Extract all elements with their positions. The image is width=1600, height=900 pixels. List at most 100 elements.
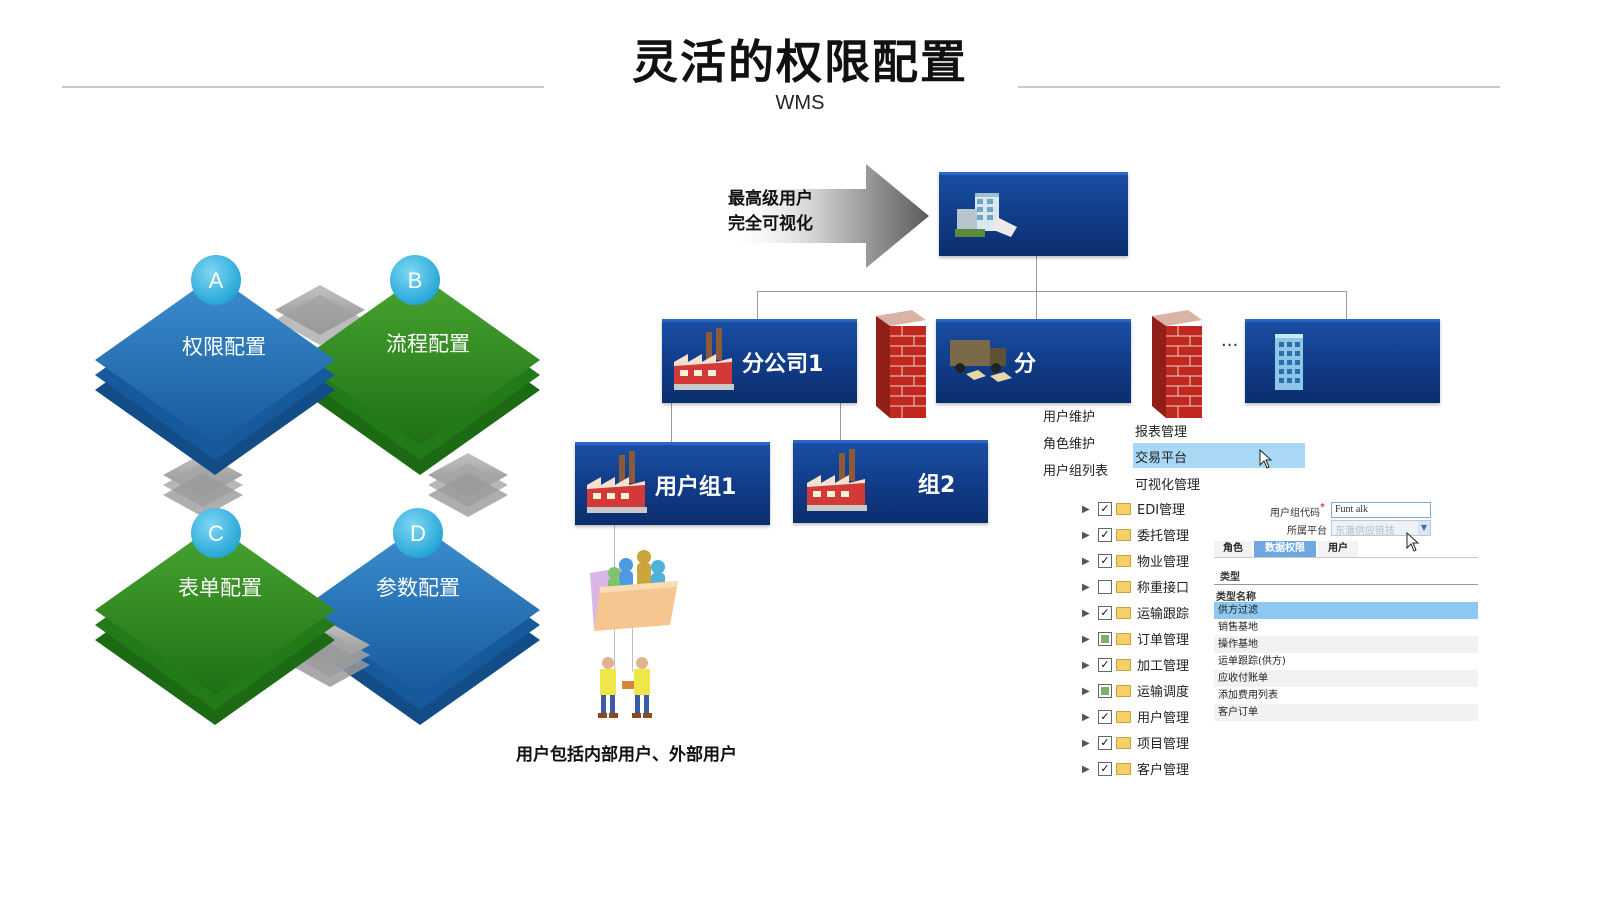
folder-icon	[1116, 633, 1131, 645]
folder-icon	[1116, 503, 1131, 515]
list-item[interactable]: 添加费用列表	[1218, 690, 1278, 701]
tree-row[interactable]: ▶ ✓ EDI管理	[1082, 499, 1202, 525]
permission-tree: ▶✓EDI管理▶✓委托管理▶✓物业管理▶称重接口▶✓运输跟踪▶订单管理▶✓加工管…	[1082, 499, 1202, 789]
expand-arrow-icon[interactable]: ▶	[1082, 660, 1090, 671]
folder-icon	[1116, 659, 1131, 671]
list-item[interactable]: 操作基地	[1214, 636, 1478, 653]
right-menu-item-trading-label: 交易平台	[1135, 451, 1188, 466]
group-code-value: Funt alk	[1335, 504, 1369, 515]
root-node[interactable]	[939, 172, 1128, 256]
expand-arrow-icon[interactable]: ▶	[1082, 686, 1090, 697]
expand-arrow-icon[interactable]: ▶	[1082, 634, 1090, 645]
checkbox[interactable]: ✓	[1098, 528, 1112, 542]
badge-d-letter: D	[410, 521, 426, 546]
tree-row-label: 客户管理	[1137, 763, 1190, 778]
branch2-node[interactable]: 分	[936, 319, 1131, 403]
platform-label: 所属平台	[1287, 526, 1327, 537]
title-rule-right	[1018, 86, 1500, 88]
tree-row[interactable]: ▶ 订单管理	[1082, 629, 1202, 655]
left-menu-item-groups[interactable]: 用户组列表	[1043, 464, 1109, 479]
tree-row-label: 运输调度	[1137, 685, 1190, 700]
top-note: 最高级用户 完全可视化	[728, 187, 813, 237]
expand-arrow-icon[interactable]: ▶	[1082, 556, 1090, 567]
checkbox[interactable]	[1098, 684, 1112, 698]
branch2-label: 分	[1014, 352, 1037, 377]
expand-arrow-icon[interactable]: ▶	[1082, 504, 1090, 515]
connector-branch-bar	[757, 291, 1347, 292]
right-menu-item-reports[interactable]: 报表管理	[1135, 425, 1188, 440]
group-code-field[interactable]: Funt alk	[1331, 502, 1431, 518]
checkbox[interactable]: ✓	[1098, 606, 1112, 620]
tab-data-permission[interactable]: 数据权限	[1254, 541, 1316, 557]
tree-row-label: 运输跟踪	[1137, 607, 1190, 622]
type-list: 供方过滤销售基地操作基地运单跟踪(供方) 应收付账单添加费用列表客户订单	[1214, 602, 1478, 721]
list-item[interactable]: 客户订单	[1214, 704, 1478, 721]
tree-row[interactable]: ▶ ✓ 客户管理	[1082, 759, 1202, 785]
quadrant-d-label: 参数配置	[376, 576, 460, 600]
tree-row[interactable]: ▶ 称重接口	[1082, 577, 1202, 603]
quadrant-a-label: 权限配置	[182, 335, 266, 359]
checkbox[interactable]: ✓	[1098, 502, 1112, 516]
tree-row-label: 物业管理	[1137, 555, 1190, 570]
tree-row[interactable]: ▶✓用户管理	[1082, 707, 1202, 733]
tree-row[interactable]: ▶ ✓ 运输跟踪	[1082, 603, 1202, 629]
connector-to-users2	[632, 600, 633, 672]
list-item[interactable]: 运单跟踪(供方)	[1218, 656, 1286, 667]
top-user-arrow	[724, 164, 929, 268]
checkbox[interactable]: ✓	[1098, 710, 1112, 724]
platform-select[interactable]: 东滙供应链技 ▼	[1331, 520, 1431, 537]
badge-b-letter: B	[408, 268, 423, 293]
quadrant-a	[95, 275, 335, 475]
expand-arrow-icon[interactable]: ▶	[1082, 738, 1090, 749]
quadrant-c-label: 表单配置	[178, 576, 262, 600]
tree-row-label: EDI管理	[1137, 503, 1186, 518]
connector-to-group2	[840, 400, 841, 440]
folder-icon	[1116, 529, 1131, 541]
expand-arrow-icon[interactable]: ▶	[1082, 608, 1090, 619]
connector-to-branch3	[1346, 291, 1347, 319]
expand-arrow-icon[interactable]: ▶	[1082, 764, 1090, 775]
badge-c-letter: C	[208, 521, 224, 546]
mouse-cursor-icon	[1259, 449, 1273, 469]
checkbox[interactable]: ✓	[1098, 658, 1112, 672]
left-menu-item-users[interactable]: 用户维护	[1043, 410, 1096, 425]
tree-row[interactable]: ▶ ✓ 物业管理	[1082, 551, 1202, 577]
branch3-node[interactable]	[1245, 319, 1440, 403]
group2-node[interactable]: 组2	[793, 440, 988, 523]
tree-row[interactable]: ▶ ✓ 加工管理	[1082, 655, 1202, 681]
expand-arrow-icon[interactable]: ▶	[1082, 582, 1090, 593]
folder-icon	[1116, 581, 1131, 593]
tree-row-label: 称重接口	[1137, 581, 1190, 596]
list-item[interactable]: 应收付账单	[1214, 670, 1478, 687]
tab-roles[interactable]: 角色	[1214, 541, 1252, 557]
group-code-label: 用户组代码	[1270, 508, 1320, 519]
tree-row-label: 订单管理	[1137, 633, 1190, 648]
tree-row[interactable]: ▶ 运输调度	[1082, 681, 1202, 707]
list-item[interactable]: 供方过滤	[1214, 602, 1478, 619]
page-title: 灵活的权限配置	[632, 35, 968, 89]
list-item[interactable]: 销售基地	[1218, 622, 1258, 633]
right-menu-item-trading[interactable]: 交易平台	[1133, 443, 1305, 469]
tree-row[interactable]: ▶✓项目管理	[1082, 733, 1202, 759]
folder-icon	[1116, 685, 1131, 697]
expand-arrow-icon[interactable]: ▶	[1082, 712, 1090, 723]
tree-row-label: 加工管理	[1137, 659, 1190, 674]
right-menu-item-visual[interactable]: 可视化管理	[1135, 478, 1201, 493]
checkbox[interactable]	[1098, 632, 1112, 646]
checkbox[interactable]: ✓	[1098, 736, 1112, 750]
checkbox[interactable]	[1098, 580, 1112, 594]
group1-node[interactable]: 用户组1	[575, 442, 770, 525]
expand-arrow-icon[interactable]: ▶	[1082, 530, 1090, 541]
group2-label: 组2	[918, 473, 956, 498]
checkbox[interactable]: ✓	[1098, 554, 1112, 568]
title-rule-left	[62, 86, 544, 88]
badge-c	[191, 508, 241, 558]
left-menu-item-roles[interactable]: 角色维护	[1043, 437, 1096, 452]
tab-users[interactable]: 用户	[1318, 541, 1358, 557]
folder-icon	[1116, 555, 1131, 567]
tree-row[interactable]: ▶✓委托管理	[1082, 525, 1202, 551]
list-divider	[1214, 584, 1478, 585]
checkbox[interactable]: ✓	[1098, 762, 1112, 776]
factory-icon	[587, 451, 647, 513]
branch1-node[interactable]: 分公司1	[662, 319, 857, 403]
